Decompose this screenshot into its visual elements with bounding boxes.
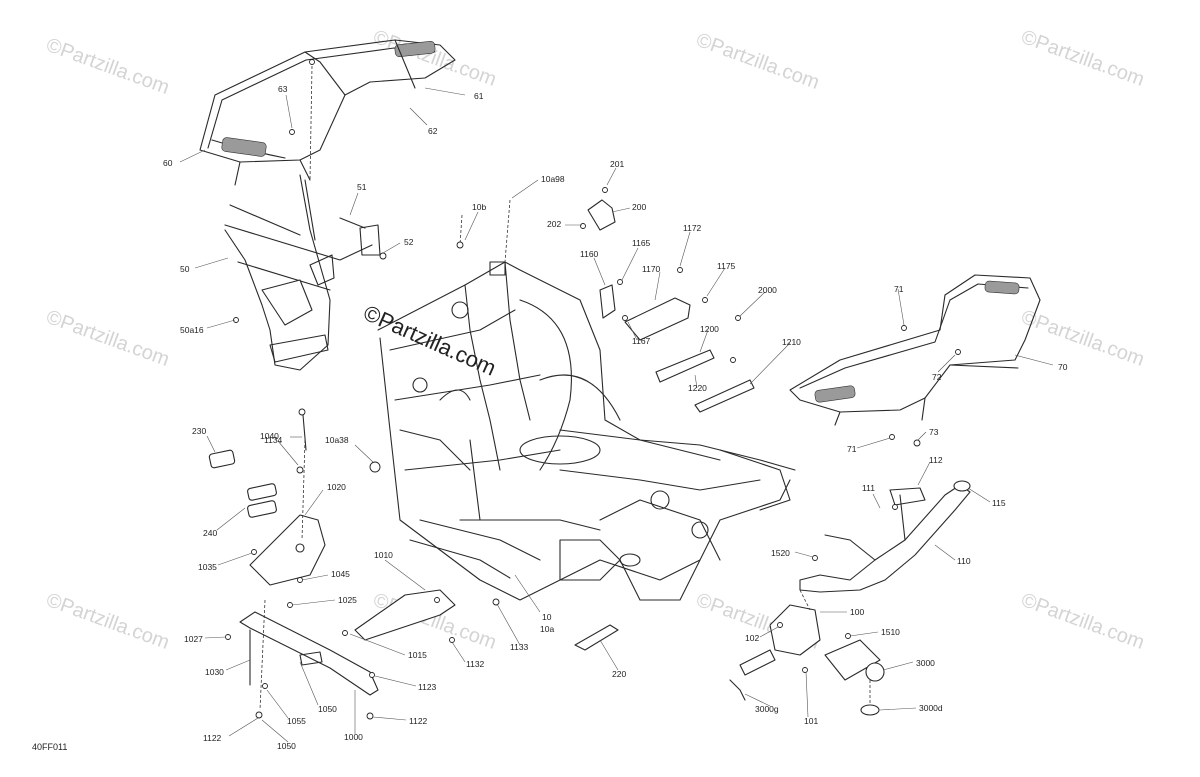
watermark: ©Partzilla.com bbox=[370, 26, 499, 91]
rear-rack-70 bbox=[789, 274, 1041, 447]
callout-1027: 1027 bbox=[184, 634, 203, 644]
callout-1160: 1160 bbox=[580, 249, 599, 259]
watermark: ©Partzilla.com bbox=[43, 589, 172, 654]
fastener-path bbox=[459, 214, 463, 246]
fastener-path bbox=[504, 199, 511, 263]
callout-202: 202 bbox=[547, 219, 561, 229]
callout-3000g: 3000g bbox=[755, 704, 779, 714]
front-bumper-110 bbox=[799, 480, 971, 593]
callout-1122: 1122 bbox=[409, 716, 428, 726]
watermark: ©Partzilla.com bbox=[43, 34, 172, 99]
callout-1020: 1020 bbox=[327, 482, 346, 492]
callout-112: 112 bbox=[929, 455, 943, 465]
callout-1035: 1035 bbox=[198, 562, 217, 572]
callout-1510: 1510 bbox=[881, 627, 900, 637]
callout-1175: 1175 bbox=[717, 261, 736, 271]
upper-brackets bbox=[580, 187, 755, 413]
watermark: ©Partzilla.com bbox=[1018, 26, 1147, 91]
callout-1220: 1220 bbox=[688, 383, 707, 393]
callout-101: 101 bbox=[804, 716, 818, 726]
fastener-path bbox=[301, 439, 306, 541]
callout-1122: 1122 bbox=[203, 733, 222, 743]
callout-1040: 1040 bbox=[260, 431, 279, 441]
callout-61: 61 bbox=[474, 91, 484, 101]
callout-labels: 60 63 61 62 51 52 50 50a16 10b 10a98 201… bbox=[163, 84, 1068, 751]
watermark-layer: ©Partzilla.com ©Partzilla.com ©Partzilla… bbox=[43, 26, 1147, 654]
fastener-path bbox=[309, 65, 313, 181]
diagram-code: 40FF011 bbox=[32, 742, 68, 752]
callout-1055: 1055 bbox=[287, 716, 306, 726]
callout-1010: 1010 bbox=[374, 550, 393, 560]
center-brackets bbox=[342, 589, 619, 651]
front-support-50 bbox=[224, 174, 387, 371]
callout-1050: 1050 bbox=[318, 704, 337, 714]
fastener-10b bbox=[456, 241, 464, 249]
callout-200: 200 bbox=[632, 202, 646, 212]
watermark: ©Partzilla.com bbox=[1018, 589, 1147, 654]
callout-10b: 10b bbox=[472, 202, 486, 212]
callout-201: 201 bbox=[610, 159, 624, 169]
left-small-parts bbox=[208, 408, 379, 720]
callout-1025: 1025 bbox=[338, 595, 357, 605]
hitch-assembly-100 bbox=[729, 604, 885, 716]
callout-230: 230 bbox=[192, 426, 206, 436]
callout-110: 110 bbox=[957, 556, 971, 566]
callout-10a38: 10a38 bbox=[325, 435, 349, 445]
callout-62: 62 bbox=[428, 126, 438, 136]
fastener-path bbox=[259, 599, 266, 711]
callout-2000: 2000 bbox=[758, 285, 777, 295]
callout-1132: 1132 bbox=[466, 659, 485, 669]
callout-1170: 1170 bbox=[642, 264, 661, 274]
callout-70: 70 bbox=[1058, 362, 1068, 372]
callout-50: 50 bbox=[180, 264, 190, 274]
callout-1167: 1167 bbox=[632, 336, 651, 346]
callout-111: 111 bbox=[862, 483, 875, 493]
callout-52: 52 bbox=[404, 237, 414, 247]
watermark: ©Partzilla.com bbox=[693, 29, 822, 94]
callout-63: 63 bbox=[278, 84, 288, 94]
callout-1165: 1165 bbox=[632, 238, 651, 248]
callout-1030: 1030 bbox=[205, 667, 224, 677]
callout-240: 240 bbox=[203, 528, 217, 538]
callout-71: 71 bbox=[847, 444, 857, 454]
fastener-10a38 bbox=[369, 461, 381, 473]
callout-73: 73 bbox=[929, 427, 939, 437]
main-frame-10 bbox=[377, 261, 796, 601]
callout-1200: 1200 bbox=[700, 324, 719, 334]
callout-1172: 1172 bbox=[683, 223, 702, 233]
fastener-path bbox=[799, 589, 811, 611]
watermark: ©Partzilla.com bbox=[43, 306, 172, 371]
callout-10: 10 bbox=[542, 612, 552, 622]
callout-3000: 3000 bbox=[916, 658, 935, 668]
fastener-1133 bbox=[492, 598, 500, 606]
callout-3000d: 3000d bbox=[919, 703, 943, 713]
callout-1000: 1000 bbox=[344, 732, 363, 742]
callout-60: 60 bbox=[163, 158, 173, 168]
callout-1520: 1520 bbox=[771, 548, 790, 558]
callout-220: 220 bbox=[612, 669, 626, 679]
callout-51: 51 bbox=[357, 182, 367, 192]
callout-10a: 10a bbox=[540, 624, 554, 634]
callout-1210: 1210 bbox=[782, 337, 801, 347]
callout-72: 72 bbox=[932, 372, 942, 382]
leader-lines bbox=[179, 87, 1054, 743]
callout-102: 102 bbox=[745, 633, 759, 643]
callout-1133: 1133 bbox=[510, 642, 529, 652]
roll-cage-60 bbox=[199, 39, 456, 186]
callout-100: 100 bbox=[850, 607, 864, 617]
callout-10a98: 10a98 bbox=[541, 174, 565, 184]
callout-50a16: 50a16 bbox=[180, 325, 204, 335]
callout-115: 115 bbox=[992, 498, 1006, 508]
callout-1045: 1045 bbox=[331, 569, 350, 579]
callout-1015: 1015 bbox=[408, 650, 427, 660]
callout-71: 71 bbox=[894, 284, 904, 294]
callout-1123: 1123 bbox=[418, 682, 437, 692]
callout-1050: 1050 bbox=[277, 741, 296, 751]
callout-1134: 1134 bbox=[264, 435, 283, 445]
